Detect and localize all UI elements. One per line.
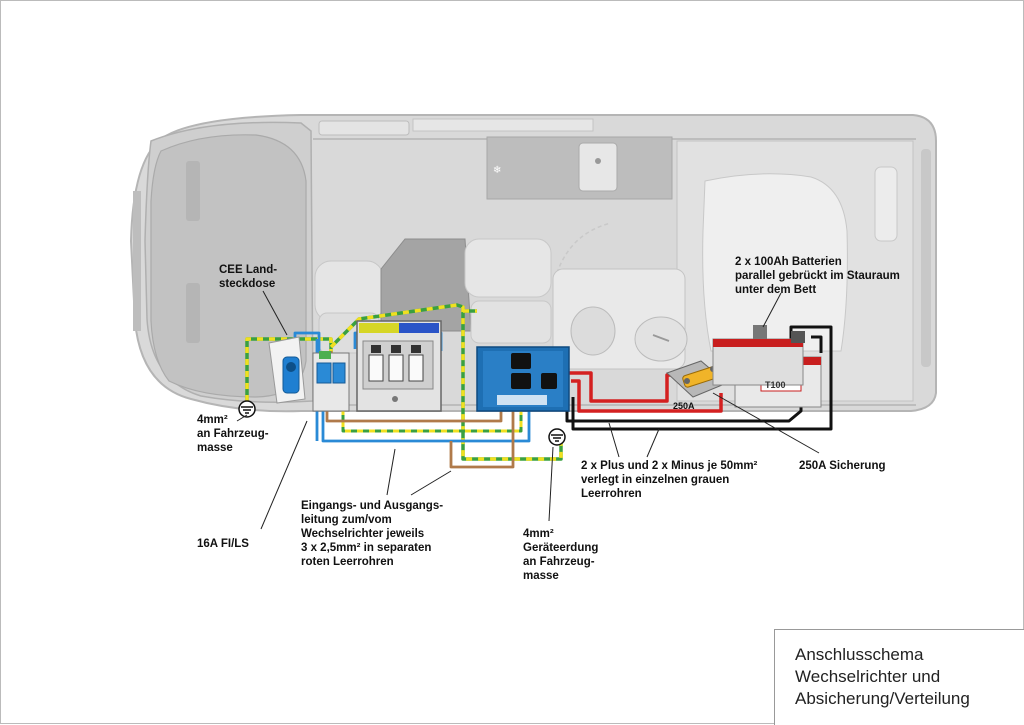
inverter xyxy=(476,346,570,412)
label-ground-vehicle: 4mm² an Fahrzeug- masse xyxy=(197,414,269,454)
label-fuse: 250A Sicherung xyxy=(799,460,886,472)
battery-brand-label: T100 xyxy=(765,380,786,390)
label-fi-ls: 16A FI/LS xyxy=(197,538,249,550)
fuse-small-label: 250A xyxy=(673,401,695,411)
title-box: Anschlusschema Wechselrichter und Absich… xyxy=(774,629,1024,725)
cee-socket xyxy=(268,336,306,404)
label-inout-cables: Eingangs- und Ausgangs- leitung zum/vom … xyxy=(301,500,444,568)
title-line-1: Anschlusschema xyxy=(795,645,924,664)
fi-ls-breaker xyxy=(312,351,350,412)
leader-lines xyxy=(236,290,820,530)
label-device-ground: 4mm² Geräteerdung an Fahrzeug- masse xyxy=(523,528,599,582)
ground-symbol-right xyxy=(548,428,566,446)
dc-wiring xyxy=(565,325,833,431)
ground-symbol-left xyxy=(238,400,256,418)
title-line-3: Absicherung/Verteilung xyxy=(795,689,970,708)
svg-text:❄: ❄ xyxy=(493,165,501,176)
battery-back xyxy=(712,325,805,386)
ac-wiring xyxy=(245,303,563,469)
label-plus-minus-cables: 2 x Plus und 2 x Minus je 50mm² verlegt … xyxy=(581,460,758,500)
van-floorplan: ❄ xyxy=(129,114,937,413)
label-cee-socket: CEE Land- steckdose xyxy=(219,264,278,290)
label-batteries: 2 x 100Ah Batterien parallel gebrückt im… xyxy=(735,256,900,296)
title-line-2: Wechselrichter und xyxy=(795,667,941,686)
distribution-box xyxy=(356,320,442,412)
